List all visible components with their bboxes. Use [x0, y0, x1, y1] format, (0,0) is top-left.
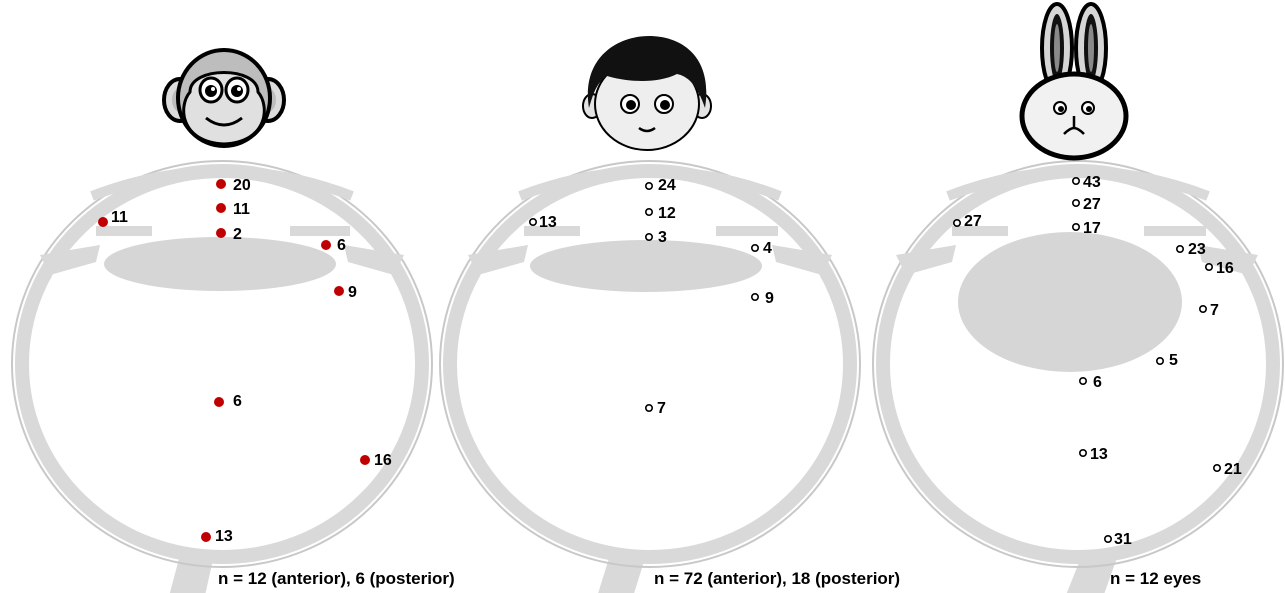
human-face-icon	[582, 36, 712, 151]
point-label: 4	[763, 240, 772, 257]
data-point	[1199, 304, 1208, 313]
data-point	[321, 240, 331, 250]
eye-outer-wall	[11, 160, 433, 568]
data-point	[1176, 245, 1185, 254]
lens	[530, 240, 762, 292]
data-point	[214, 397, 224, 407]
data-point	[360, 455, 370, 465]
eye-schematic-monkey	[11, 160, 433, 593]
ciliary-right	[344, 245, 404, 275]
panel-caption: n = 72 (anterior), 18 (posterior)	[654, 569, 900, 588]
panel-human: 24 12 3 13 4 9 7 n = 72 (anterior), 18 (…	[439, 36, 900, 593]
point-label: 9	[348, 284, 357, 301]
data-point	[334, 286, 344, 296]
data-point	[216, 179, 226, 189]
point-label: 16	[1216, 260, 1234, 277]
point-label: 23	[1188, 241, 1206, 258]
data-point	[528, 218, 537, 227]
ciliary-left	[40, 245, 100, 275]
point-label: 5	[1169, 352, 1178, 369]
iris-left	[952, 226, 1008, 236]
panel-caption: n = 12 eyes	[1110, 569, 1201, 588]
iris-left	[524, 226, 580, 236]
data-point	[644, 233, 653, 242]
point-label: 6	[233, 393, 242, 410]
point-label: 6	[1093, 374, 1102, 391]
point-label: 11	[233, 201, 250, 218]
point-label: 27	[964, 213, 982, 230]
points-human: 24 12 3 13 4 9 7	[528, 177, 774, 417]
cornea	[90, 166, 354, 201]
eye-outer-wall	[872, 160, 1284, 568]
cornea	[946, 166, 1210, 201]
eye-wall	[443, 164, 857, 564]
data-point	[1072, 199, 1081, 208]
data-point	[216, 228, 226, 238]
points-rabbit: 43 27 17 27 23 16 7 5 6 13 21 31	[952, 174, 1242, 548]
data-point	[1079, 448, 1088, 457]
eye-outer-wall	[439, 160, 861, 568]
eye-schematic-human	[439, 160, 861, 593]
data-point	[1205, 262, 1214, 271]
point-label: 3	[658, 229, 667, 246]
point-label: 2	[233, 226, 242, 243]
data-point	[98, 217, 108, 227]
panel-rabbit: 43 27 17 27 23 16 7 5 6 13 21 31 n = 12 …	[872, 2, 1284, 593]
points-monkey: 20 11 2 11 6 9 6 16 13	[98, 177, 392, 545]
point-label: 17	[1083, 220, 1101, 237]
lens	[958, 232, 1182, 372]
data-point	[1104, 534, 1113, 543]
point-label: 24	[658, 177, 676, 194]
point-label: 6	[337, 237, 346, 254]
rabbit-head-icon	[1019, 2, 1129, 161]
ciliary-right	[772, 245, 832, 275]
data-point	[1156, 356, 1165, 365]
data-point	[644, 182, 653, 191]
point-label: 13	[539, 214, 557, 231]
point-label: 12	[658, 205, 676, 222]
data-point	[1072, 223, 1081, 232]
panel-monkey: 20 11 2 11 6 9 6 16 13 n = 12 (anterior)…	[11, 48, 455, 593]
data-point	[750, 292, 759, 301]
optic-nerve	[598, 555, 646, 593]
data-point	[750, 244, 759, 253]
data-point	[1079, 376, 1088, 385]
point-label: 20	[233, 177, 251, 194]
lens	[104, 237, 336, 291]
ciliary-right	[1198, 245, 1258, 275]
point-label: 31	[1114, 531, 1132, 548]
point-label: 43	[1083, 174, 1101, 191]
data-point	[1213, 463, 1222, 472]
point-label: 7	[657, 400, 666, 417]
data-point	[644, 208, 653, 217]
data-point	[216, 203, 226, 213]
iris-right	[1144, 226, 1206, 236]
point-label: 9	[765, 290, 774, 307]
cornea	[518, 166, 782, 201]
panel-caption: n = 12 (anterior), 6 (posterior)	[218, 569, 455, 588]
eye-schematic-rabbit	[872, 160, 1284, 593]
data-point	[952, 219, 961, 228]
point-label: 13	[215, 528, 233, 545]
iris-left	[96, 226, 152, 236]
iris-right	[716, 226, 778, 236]
point-label: 16	[374, 452, 392, 469]
point-label: 7	[1210, 302, 1219, 319]
ciliary-left	[468, 245, 528, 275]
iris-right	[290, 226, 350, 236]
point-label: 21	[1224, 461, 1242, 478]
optic-nerve	[169, 555, 214, 593]
point-label: 27	[1083, 196, 1101, 213]
data-point	[644, 403, 653, 412]
monkey-head-icon	[162, 48, 286, 148]
data-point	[201, 532, 211, 542]
point-label: 13	[1090, 446, 1108, 463]
ciliary-left	[896, 245, 956, 275]
data-point	[1072, 177, 1081, 186]
point-label: 11	[111, 209, 128, 226]
